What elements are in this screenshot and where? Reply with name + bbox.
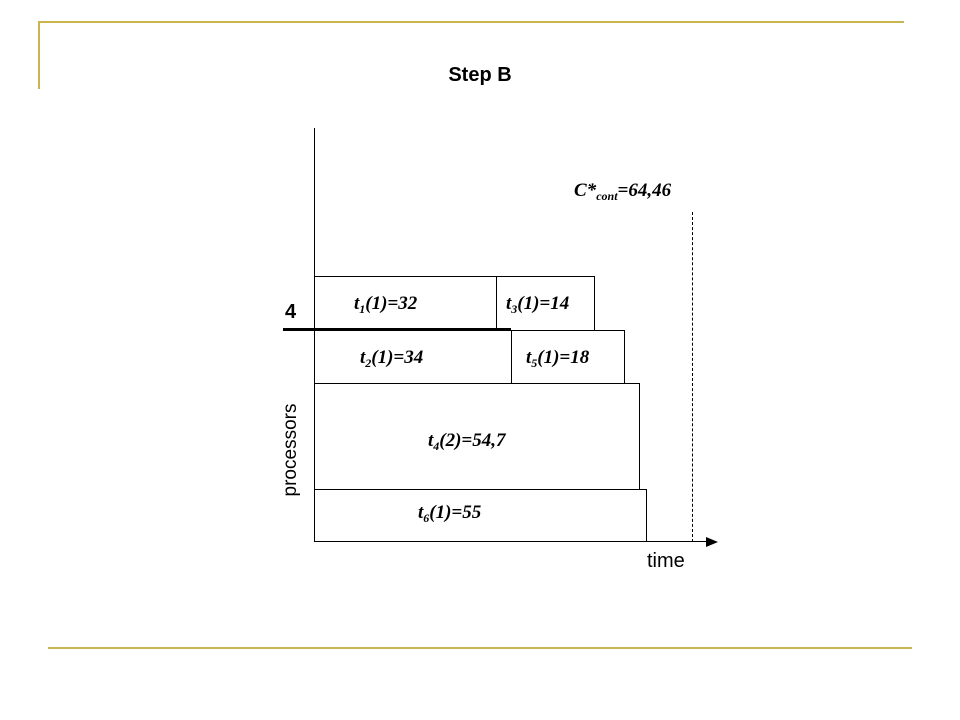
x-axis-arrow <box>706 537 718 547</box>
top-accent-line <box>38 21 904 23</box>
slide-title: Step B <box>448 64 512 86</box>
y-axis-label: processors <box>280 403 301 497</box>
task-label-t3: t3(1)=14 <box>506 293 570 316</box>
task-box-t3 <box>496 276 595 331</box>
cmax-label: C*cont=64,46 <box>574 180 672 203</box>
cmax-dashed-line <box>692 212 693 542</box>
task-box-t1 <box>314 276 497 331</box>
task-label-t6: t6(1)=55 <box>418 502 482 525</box>
task-box-t6 <box>314 489 647 542</box>
processor-level-line <box>283 328 511 331</box>
task-label-t1: t1(1)=32 <box>354 293 418 316</box>
task-label-t4: t4(2)=54,7 <box>428 430 506 453</box>
task-box-t2 <box>314 330 512 384</box>
left-accent-line <box>38 21 40 89</box>
task-label-t5: t5(1)=18 <box>526 347 590 370</box>
task-label-t2: t2(1)=34 <box>360 347 424 370</box>
x-axis-label: time <box>647 550 685 572</box>
bottom-accent-line <box>48 647 912 649</box>
processor-level-label: 4 <box>285 301 297 323</box>
